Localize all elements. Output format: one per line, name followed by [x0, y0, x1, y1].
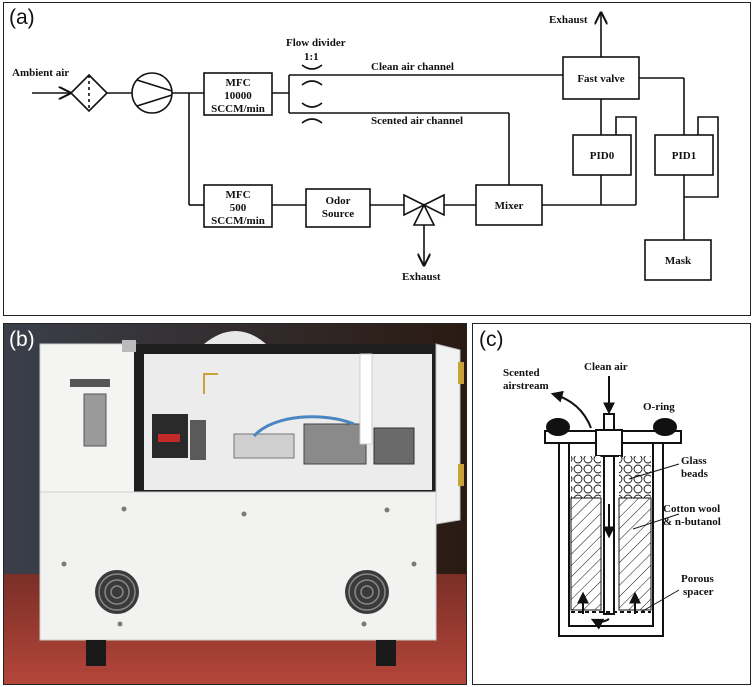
clean-air-label: Clean air	[584, 361, 628, 373]
left-fan-icon	[95, 570, 139, 614]
panel-a-flow-diagram: (a)	[3, 2, 751, 316]
mask-label: Mask	[665, 255, 692, 267]
mfc-high-line2: 10000	[224, 90, 252, 102]
leader-glass-beads	[628, 463, 680, 480]
mfc-high-line1: MFC	[225, 77, 250, 89]
cabinet-screws	[61, 506, 417, 627]
support-post	[359, 353, 373, 445]
canister-clamp	[70, 379, 110, 387]
pid-sensor-unit	[373, 427, 415, 465]
panel-c-cross-section: (c)	[472, 323, 751, 685]
mask-box	[644, 239, 712, 281]
porous-line2: spacer	[683, 586, 714, 598]
odor-line2: Source	[322, 208, 354, 220]
outer-canister	[558, 443, 664, 637]
scented-line2: airstream	[503, 380, 549, 392]
flow-divider-label: Flow divider	[286, 37, 346, 49]
panel-b-letter: (b)	[9, 328, 35, 351]
cabinet-body	[39, 491, 437, 641]
panel-b-photo: (b)	[3, 323, 467, 685]
porous-line1: Porous	[681, 573, 715, 585]
cross-section-svg: Clean air Scented airstream O-ring Glass…	[503, 361, 721, 637]
pid0-label: PID0	[590, 150, 615, 162]
panel-c-letter: (c)	[479, 328, 504, 351]
device-photo	[4, 324, 466, 684]
oring-right-icon	[653, 418, 677, 436]
ambient-air-label: Ambient air	[12, 67, 69, 79]
cotton-right	[618, 497, 652, 611]
bottom-turn-arrow	[590, 618, 610, 630]
wheel-right	[376, 640, 396, 666]
pid0-box	[572, 134, 632, 176]
scented-line1: Scented	[503, 367, 540, 379]
fast-valve-unit	[303, 423, 367, 465]
odor-source-box	[305, 188, 371, 228]
inner-chamber	[568, 443, 654, 627]
exhaust-bottom-label: Exhaust	[402, 271, 441, 283]
clean-channel-label: Clean air channel	[371, 61, 454, 73]
pid1-label: PID1	[672, 150, 696, 162]
leader-cotton	[632, 513, 680, 530]
exhaust-top-label: Exhaust	[549, 14, 588, 26]
mfc-500-box	[203, 184, 273, 228]
mfc-high-line3: SCCM/min	[211, 103, 265, 115]
pump-icon	[131, 72, 173, 114]
glass-beads-line1: Glass	[681, 455, 707, 467]
mixer-label: Mixer	[495, 200, 524, 212]
flow-ratio-label: 1:1	[304, 51, 319, 63]
cotton-line2: & n-butanol	[663, 516, 721, 528]
tube-collar	[595, 429, 623, 457]
scented-out-arrow	[550, 390, 592, 429]
right-fan-icon	[345, 570, 389, 614]
glass-beads-left	[571, 456, 601, 498]
panel-a-letter: (a)	[9, 6, 35, 29]
hinge-top	[458, 362, 464, 384]
filter-icon	[69, 73, 109, 113]
valve-block	[190, 420, 206, 460]
mfc-10000-box	[203, 72, 273, 116]
scented-channel-label: Scented air channel	[371, 115, 463, 127]
oring-left-icon	[546, 418, 570, 436]
flow-diagram-svg: Ambient air Flow divider 1:1 Clean air c…	[12, 3, 719, 283]
flow-divider-icon	[301, 64, 323, 124]
mfc-low-line2: 500	[230, 202, 247, 214]
three-way-valve-icon	[403, 193, 445, 226]
mfc-low-line1: MFC	[225, 189, 250, 201]
mfc-low-line3: SCCM/min	[211, 215, 265, 227]
oring-label: O-ring	[643, 401, 675, 413]
right-door	[435, 343, 461, 525]
blue-tubing	[252, 415, 355, 438]
glass-beads-line2: beads	[681, 468, 709, 480]
leader-porous	[640, 589, 680, 613]
yellow-wiring	[203, 373, 218, 394]
fast-valve-label: Fast valve	[577, 73, 624, 85]
hinge-bottom	[458, 464, 464, 486]
top-knob	[122, 340, 136, 352]
wheel-left	[86, 640, 106, 666]
mfc-display	[158, 434, 180, 442]
cotton-left	[570, 497, 602, 611]
odor-canister	[83, 393, 107, 447]
odor-line1: Odor	[325, 195, 350, 207]
mixer-unit	[233, 433, 295, 459]
cotton-line1: Cotton wool	[663, 503, 720, 515]
background-object	[204, 331, 266, 344]
